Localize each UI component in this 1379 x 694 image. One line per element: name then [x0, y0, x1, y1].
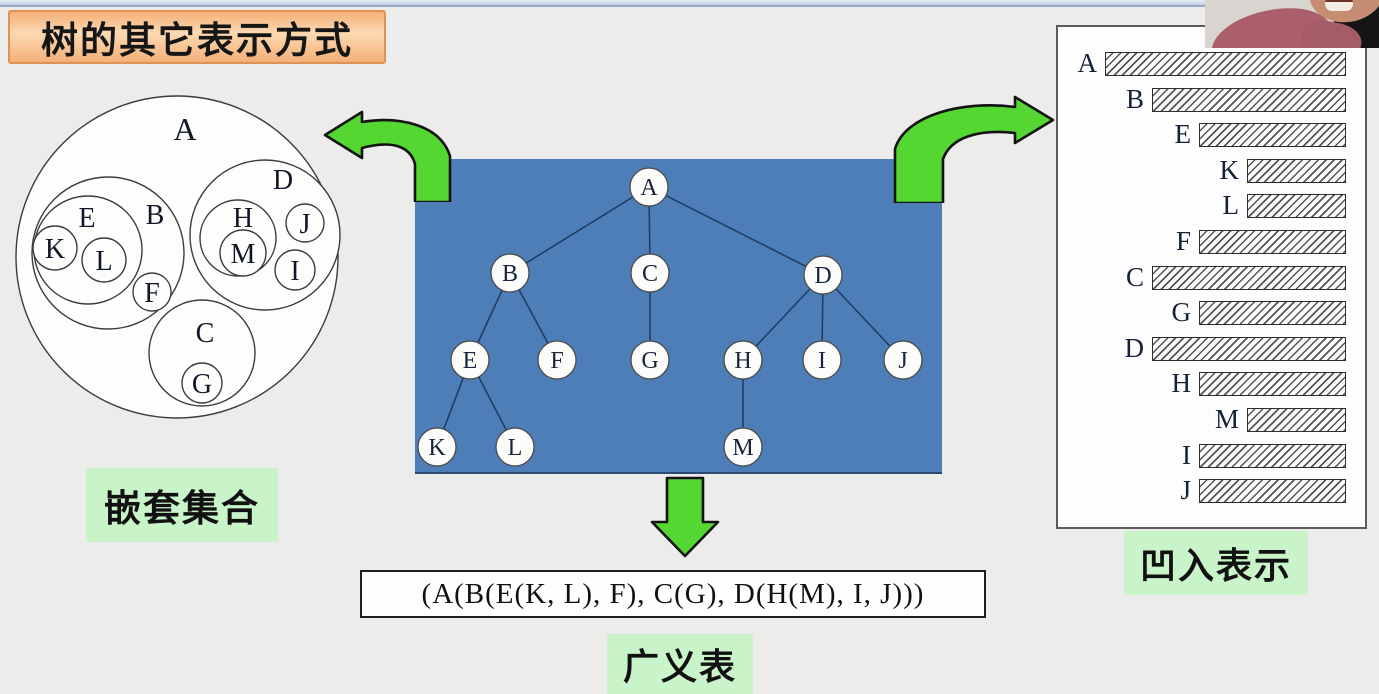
set-circle-J [285, 203, 325, 243]
tree-node-A [629, 167, 669, 207]
slide-title-text: 树的其它表示方式 [41, 20, 353, 61]
caption-indented: 凹入表示 [1124, 531, 1309, 595]
tree-node-label: C [642, 261, 658, 287]
set-label: E [78, 203, 95, 234]
arrow-down-icon [650, 476, 720, 558]
caption-generalized-list: 广义表 [607, 634, 754, 694]
indent-row-label: M [1214, 404, 1239, 434]
tree-node-M [723, 427, 763, 467]
indent-bar-A [1105, 52, 1346, 76]
generalized-list-box: (A(B(E(K, L), F), C(G), D(H(M), I, J))) [360, 570, 986, 618]
indent-row-label: E [1174, 119, 1192, 149]
tree-edge-A-B [509, 186, 650, 274]
indent-row-label: G [1171, 297, 1192, 327]
indent-bar-K [1247, 159, 1346, 183]
tree-node-D [803, 255, 843, 295]
tree-node-label: L [508, 435, 523, 461]
tree-node-label: A [640, 175, 658, 201]
set-label: F [144, 278, 160, 309]
presenter-webcam-overlay [1205, 0, 1379, 48]
slide-title: 树的其它表示方式 [8, 10, 386, 64]
tree-node-label: H [734, 348, 751, 374]
set-label: B [146, 200, 165, 231]
indent-row-label: B [1125, 84, 1144, 114]
caption-nested-sets: 嵌套集合 [86, 468, 278, 542]
indent-bar-G [1199, 301, 1346, 325]
tree-node-H [723, 340, 763, 380]
indent-bar-J [1199, 479, 1346, 503]
indent-row-label: A [1077, 48, 1098, 78]
tree-node-label: D [814, 263, 831, 289]
indent-row-label: D [1124, 333, 1145, 363]
indent-bar-I [1199, 444, 1346, 468]
tree-diagram: A B C D E F G H I J K L M [417, 167, 923, 467]
set-circle-K [32, 225, 78, 271]
set-label: I [290, 256, 299, 287]
arrow-right-icon [893, 95, 1055, 203]
tree-node-C [630, 253, 670, 293]
tree-node-K [417, 427, 457, 467]
tree-node-J [883, 340, 923, 380]
set-label: J [300, 209, 311, 240]
indented-representation-panel: A B E K L F C G D H M I J [1056, 25, 1367, 529]
set-label: L [95, 246, 112, 277]
set-label: A [173, 111, 196, 147]
indent-row-label: L [1222, 190, 1240, 220]
indent-row-label: K [1219, 155, 1240, 185]
indent-bar-C [1152, 266, 1346, 290]
indent-bar-D [1152, 337, 1346, 361]
set-circle-L [81, 237, 127, 283]
tree-node-G [630, 340, 670, 380]
tree-node-label: E [463, 348, 478, 374]
indent-row-label: I [1182, 440, 1191, 470]
set-circle-F [132, 272, 172, 312]
tree-node-label: M [732, 435, 753, 461]
set-label: K [45, 234, 65, 265]
set-label: H [233, 203, 253, 234]
indent-bar-H [1199, 372, 1346, 396]
tree-node-label: I [818, 348, 826, 374]
generalized-list-text: (A(B(E(K, L), F), C(G), D(H(M), I, J))) [421, 577, 925, 610]
indent-bar-L [1247, 194, 1346, 218]
tree-node-I [802, 340, 842, 380]
tree-node-label: G [641, 348, 658, 374]
set-circle-I [274, 249, 316, 291]
window-top-edge [0, 0, 1379, 7]
set-label: G [192, 369, 212, 400]
tree-node-label: J [898, 348, 907, 374]
nested-sets-diagram: A B E K L F D H M J I C G [15, 95, 341, 419]
presenter-smile [1325, 0, 1353, 11]
indent-row-label: F [1175, 226, 1191, 256]
tree-node-label: K [428, 435, 446, 461]
tree-diagram-panel: A B C D E F G H I J K L M [415, 159, 942, 474]
tree-node-label: B [502, 261, 518, 287]
tree-edge-A-D [648, 186, 824, 276]
indent-bar-M [1247, 408, 1346, 432]
tree-node-label: F [550, 348, 563, 374]
arrow-left-icon [323, 110, 452, 202]
set-circle-G [181, 362, 223, 404]
set-label: D [273, 165, 293, 196]
tree-node-L [495, 427, 535, 467]
indent-bar-E [1199, 123, 1346, 147]
indent-row-label: J [1180, 475, 1191, 505]
tree-node-B [490, 253, 530, 293]
indent-bar-B [1152, 88, 1346, 112]
tree-node-F [537, 340, 577, 380]
set-label: M [231, 239, 256, 270]
set-circle-M [219, 229, 267, 277]
indent-bar-F [1199, 230, 1346, 254]
indent-row-label: C [1125, 262, 1144, 292]
set-label: C [196, 318, 215, 349]
indent-row-label: H [1171, 368, 1192, 398]
set-circle-C [148, 299, 256, 407]
tree-node-E [450, 340, 490, 380]
